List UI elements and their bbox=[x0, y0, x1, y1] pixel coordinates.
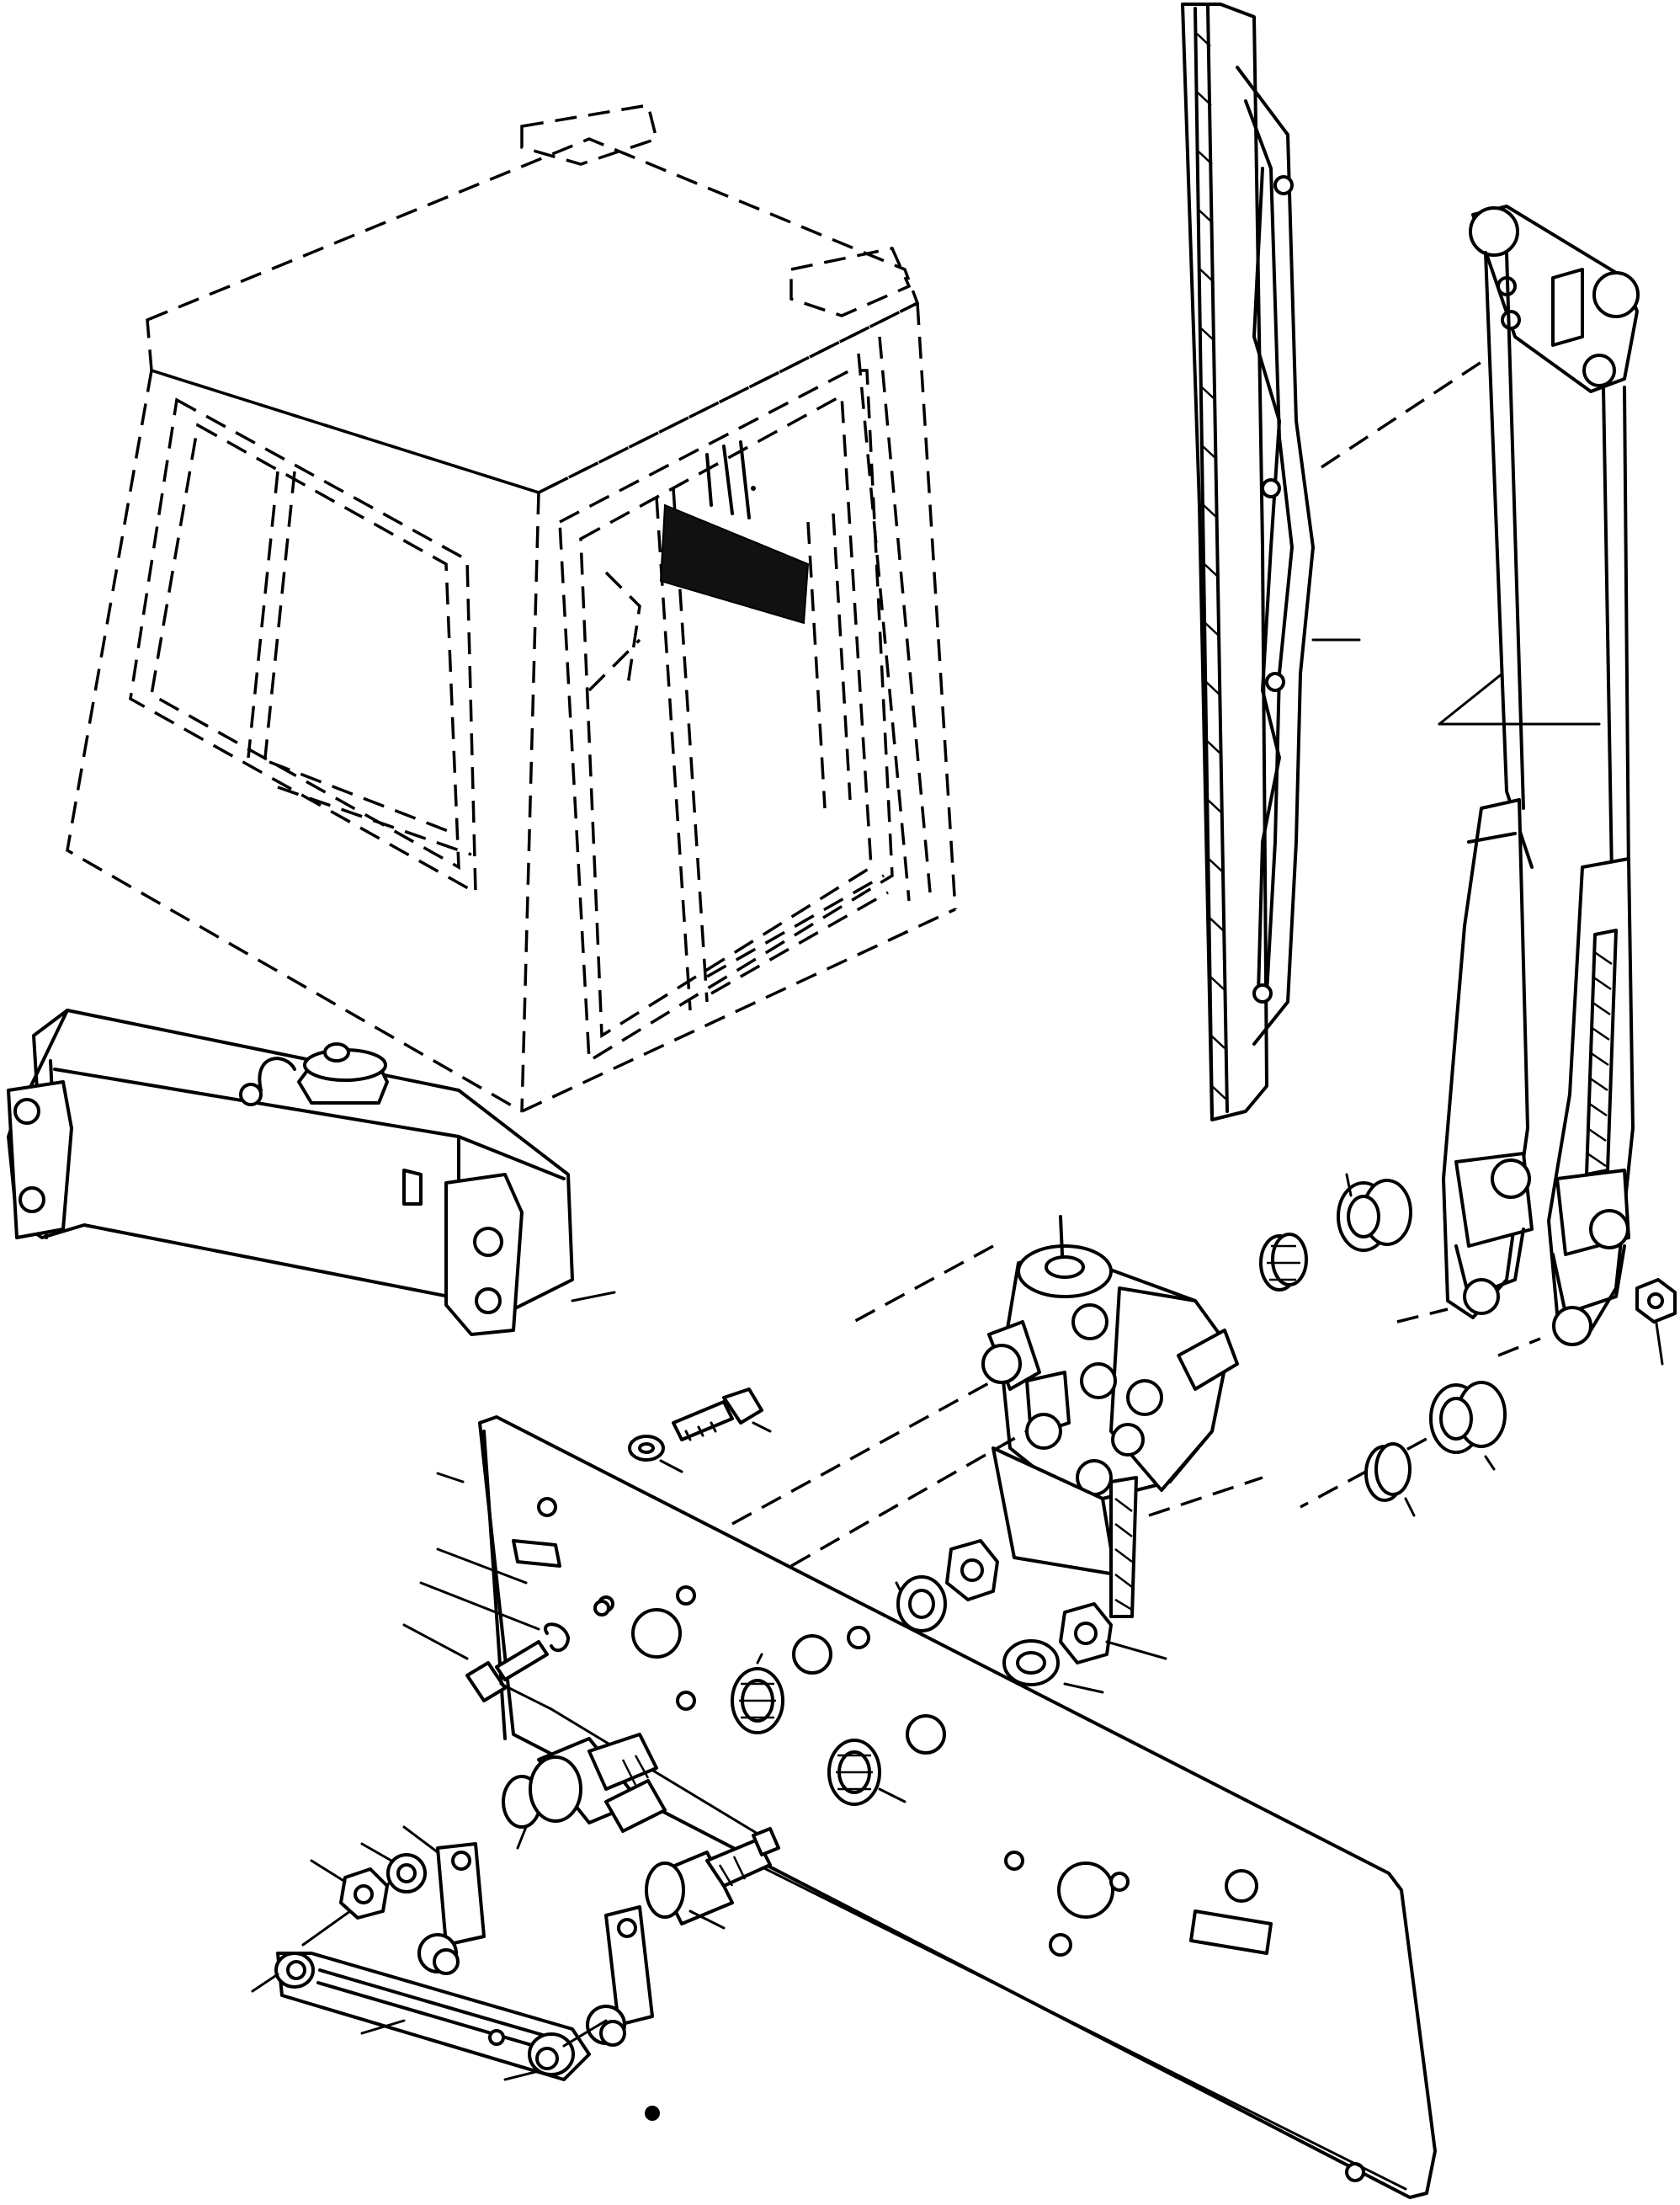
pivot-shafts bbox=[402, 1733, 780, 2047]
cab-outline bbox=[66, 104, 957, 1113]
wiper-motor bbox=[731, 1215, 1457, 1618]
wiper-blade bbox=[1181, 3, 1361, 1121]
washer-reservoir bbox=[7, 1009, 616, 1336]
wiper-arms bbox=[1321, 205, 1677, 1366]
fasteners bbox=[402, 1173, 1507, 2191]
mounting-plate bbox=[436, 1415, 1437, 2199]
nut-set bbox=[310, 1842, 660, 2121]
